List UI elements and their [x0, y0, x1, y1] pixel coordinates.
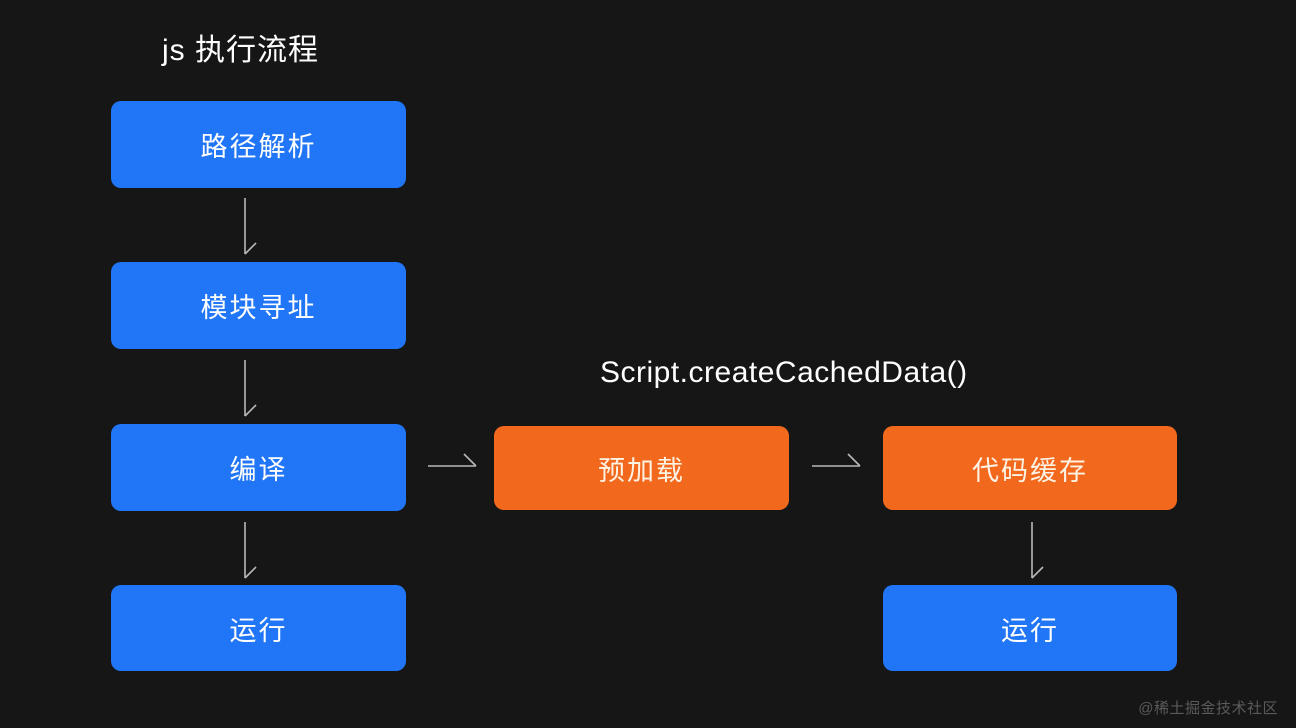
node-label: 运行	[1001, 615, 1059, 646]
api-title: Script.createCachedData()	[600, 356, 968, 389]
node-run-left[interactable]: 运行	[111, 585, 406, 671]
arrow-module-to-compile	[244, 360, 266, 420]
node-label: 路径解析	[200, 132, 317, 162]
node-label: 编译	[229, 455, 288, 485]
node-path-resolve[interactable]: 路径解析	[111, 101, 406, 188]
node-label: 预加载	[598, 455, 685, 486]
arrow-preload-to-cache	[812, 452, 866, 474]
watermark: @稀土掘金技术社区	[1138, 700, 1278, 717]
arrow-cache-to-run	[1031, 522, 1053, 582]
flow-title: js 执行流程	[162, 34, 319, 67]
node-compile[interactable]: 编译	[111, 424, 406, 511]
arrow-compile-to-run	[244, 522, 266, 582]
arrow-path-to-module	[244, 198, 266, 258]
node-label: 模块寻址	[200, 293, 317, 323]
node-code-cache[interactable]: 代码缓存	[883, 426, 1177, 510]
arrow-compile-to-preload	[428, 452, 482, 474]
node-label: 代码缓存	[972, 455, 1088, 486]
node-module-lookup[interactable]: 模块寻址	[111, 262, 406, 349]
node-run-right[interactable]: 运行	[883, 585, 1177, 671]
node-preload[interactable]: 预加载	[494, 426, 789, 510]
node-label: 运行	[229, 615, 288, 646]
